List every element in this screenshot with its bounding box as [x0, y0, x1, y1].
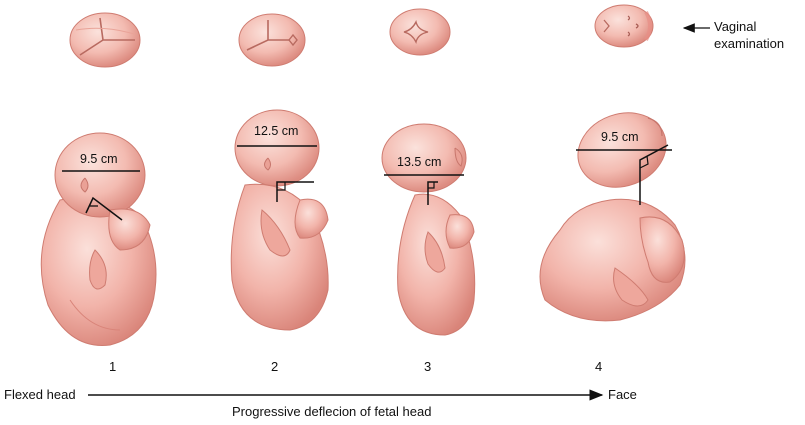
skull-view-1 — [70, 13, 140, 67]
vaginal-label-line1: Vaginal — [714, 19, 756, 35]
vaginal-label-line2: examination — [714, 36, 784, 52]
measurement-1: 9.5 cm — [80, 152, 118, 167]
flexed-head-label: Flexed head — [4, 387, 76, 403]
skull-view-3 — [390, 9, 450, 55]
face-label: Face — [608, 387, 637, 403]
stage-number-1: 1 — [109, 359, 116, 375]
caption-progressive-deflexion: Progressive deflecion of fetal head — [232, 404, 431, 420]
skull-view-2 — [239, 14, 305, 66]
stage-number-2: 2 — [271, 359, 278, 375]
measurement-3: 13.5 cm — [397, 155, 441, 170]
stage-number-3: 3 — [424, 359, 431, 375]
skull-view-4 — [595, 5, 653, 47]
measurement-4: 9.5 cm — [601, 130, 639, 145]
measurement-2: 12.5 cm — [254, 124, 298, 139]
stage-number-4: 4 — [595, 359, 602, 375]
fetus-2 — [231, 110, 328, 330]
